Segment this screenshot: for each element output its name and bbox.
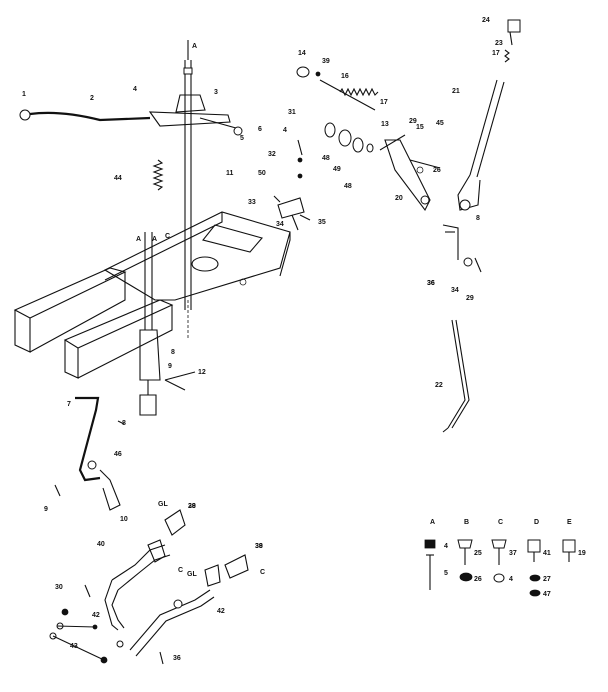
- letter-frame-a1: A: [136, 236, 141, 243]
- letter-frame-a2: A: [152, 236, 157, 243]
- callout-33: 33: [248, 199, 256, 206]
- callout-17b: 17: [492, 50, 500, 57]
- callout-39c: 39: [188, 503, 196, 510]
- callout-14: 14: [298, 50, 306, 57]
- legend-e-part-19: 19: [578, 550, 586, 557]
- legend-c-part-4: 4: [509, 576, 513, 583]
- callout-45: 45: [436, 120, 444, 127]
- callout-42b: 42: [217, 608, 225, 615]
- legend-letter-c: C: [498, 519, 503, 526]
- callout-40: 40: [97, 541, 105, 548]
- callout-21: 21: [452, 88, 460, 95]
- callout-49: 49: [333, 166, 341, 173]
- pedal-arm-42: [129, 554, 249, 657]
- legend-a-part-4: 4: [444, 543, 448, 550]
- callout-6: 6: [258, 126, 262, 133]
- callout-48b: 48: [344, 183, 352, 190]
- callout-2: 2: [90, 95, 94, 102]
- callout-36b: 36: [173, 655, 181, 662]
- letter-top-a: A: [192, 43, 197, 50]
- callout-29: 29: [409, 118, 417, 125]
- callout-46: 46: [114, 451, 122, 458]
- hardware-legend: [424, 539, 576, 597]
- callout-10: 10: [120, 516, 128, 523]
- upper-linkage: [273, 66, 441, 231]
- callout-42: 42: [92, 612, 100, 619]
- section-letters: A A A C GL GL C C A B C D E 4 5 25 26 37…: [136, 43, 586, 598]
- legend-letter-a: A: [430, 519, 435, 526]
- callout-23: 23: [495, 40, 503, 47]
- handle-lever: [19, 109, 151, 122]
- callout-34: 34: [276, 221, 284, 228]
- callout-17: 17: [380, 99, 388, 106]
- callout-5: 5: [240, 135, 244, 142]
- callout-16: 16: [341, 73, 349, 80]
- letter-gl1: GL: [158, 501, 168, 508]
- callout-3: 3: [214, 89, 218, 96]
- callout-50: 50: [258, 170, 266, 177]
- legend-b-part-26: 26: [474, 576, 482, 583]
- callout-12: 12: [198, 369, 206, 376]
- spring-44: [152, 159, 164, 191]
- callout-9: 9: [44, 506, 48, 513]
- fastener-chain: [49, 584, 164, 665]
- rod-22: [442, 319, 470, 433]
- letter-gl2: GL: [187, 571, 197, 578]
- callout-39b: 39: [255, 543, 263, 550]
- callout-22: 22: [435, 382, 443, 389]
- callout-26: 26: [433, 167, 441, 174]
- callout-39a: 39: [322, 58, 330, 65]
- letter-c-lower1: C: [178, 567, 183, 574]
- callout-4: 4: [133, 86, 137, 93]
- letter-c-lower2: C: [260, 569, 265, 576]
- legend-letter-d: D: [534, 519, 539, 526]
- pivot-shaft: [183, 40, 193, 340]
- callout-29b: 29: [466, 295, 474, 302]
- legend-d-part-41: 41: [543, 550, 551, 557]
- pedal-link-7: [54, 396, 125, 511]
- callout-8b: 8: [171, 349, 175, 356]
- callout-9b: 9: [168, 363, 172, 370]
- callout-38: 38: [255, 543, 263, 550]
- legend-letter-b: B: [464, 519, 469, 526]
- callout-43: 43: [70, 643, 78, 650]
- callout-7: 7: [67, 401, 71, 408]
- callout-36c: 36: [427, 280, 435, 287]
- callout-28: 28: [188, 503, 196, 510]
- callout-13: 13: [381, 121, 389, 128]
- callout-1: 1: [22, 91, 26, 98]
- callout-8: 8: [122, 420, 126, 427]
- callout-8c: 8: [476, 215, 480, 222]
- legend-d-part-27: 27: [543, 576, 551, 583]
- callout-34b: 34: [451, 287, 459, 294]
- main-frame: [13, 211, 291, 379]
- callout-48a: 48: [322, 155, 330, 162]
- lift-arm: [148, 94, 243, 136]
- legend-letter-e: E: [567, 519, 572, 526]
- legend-a-part-5: 5: [444, 570, 448, 577]
- callout-4b: 4: [283, 127, 287, 134]
- callout-30: 30: [55, 584, 63, 591]
- callout-32: 32: [268, 151, 276, 158]
- lift-link-12: [139, 232, 196, 416]
- callout-20: 20: [395, 195, 403, 202]
- legend-d-part-47: 47: [543, 591, 551, 598]
- callout-15: 15: [416, 124, 424, 131]
- callout-31: 31: [288, 109, 296, 116]
- letter-frame-c: C: [165, 233, 170, 240]
- legend-b-part-25: 25: [474, 550, 482, 557]
- callout-35: 35: [318, 219, 326, 226]
- callouts: 1 2 3 4 5 6 7 8 9 10 11 12 13 14 15 16 1…: [22, 17, 503, 662]
- callout-24: 24: [482, 17, 490, 24]
- legend-c-part-37: 37: [509, 550, 517, 557]
- callout-44: 44: [114, 175, 122, 182]
- lever-21: [442, 19, 521, 273]
- pedal-arm-40: [104, 509, 186, 631]
- callout-11: 11: [226, 170, 234, 177]
- callout-36: 36: [427, 280, 435, 287]
